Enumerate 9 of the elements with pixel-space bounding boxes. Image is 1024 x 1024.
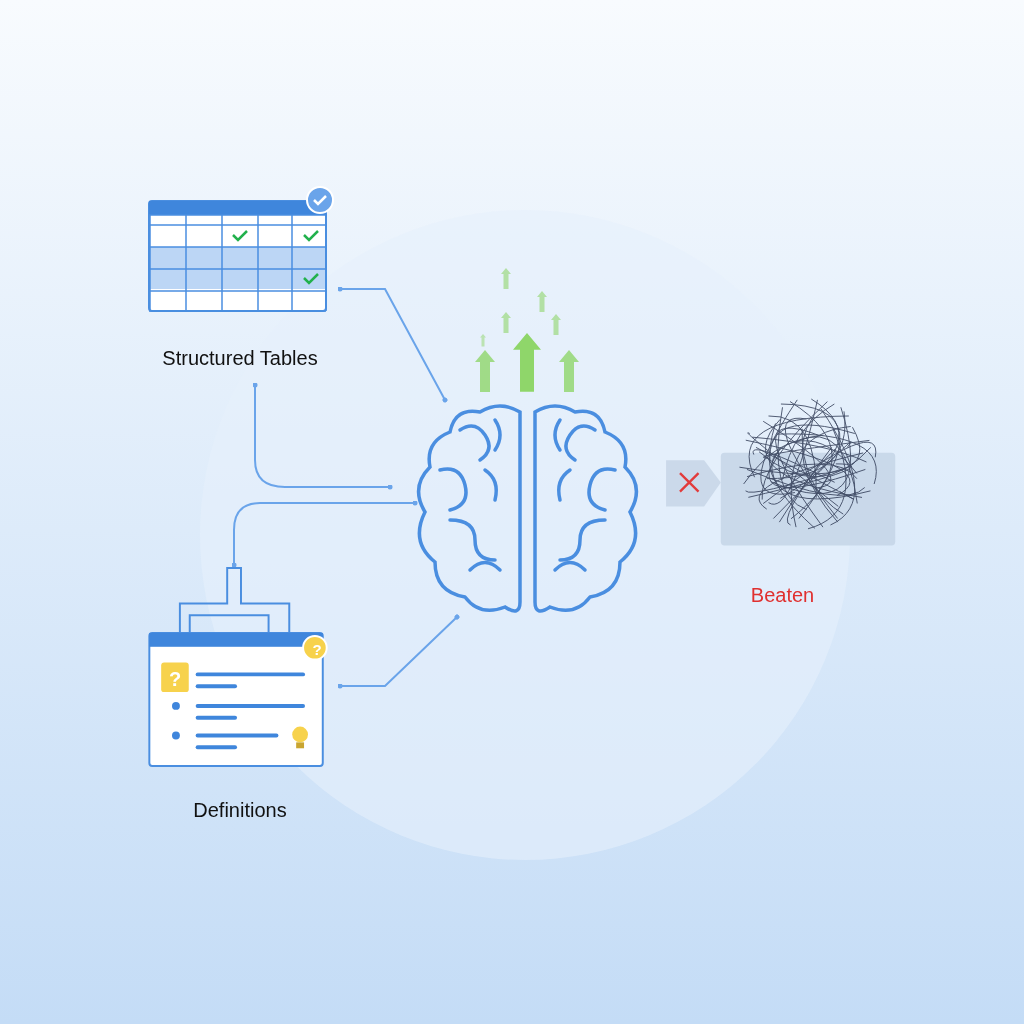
caption-label: Structured Tables [162,346,318,371]
question-mark: ? [167,667,183,692]
connector-line [252,382,393,490]
caption-label: Definitions [193,798,287,823]
question-mark: ? [311,639,323,660]
connector-line [337,286,448,403]
connector-line [231,500,418,568]
caption-label: Beaten [750,583,815,608]
connector-line [337,614,460,689]
